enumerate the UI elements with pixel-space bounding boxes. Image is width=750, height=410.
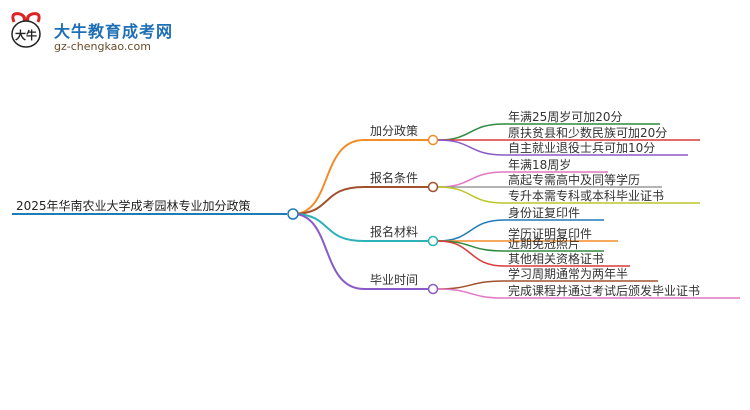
logo-mark-text: 大牛 [15,28,37,42]
site-logo: 大牛 大牛教育成考网 gz-chengkao.com [0,0,230,60]
leaf-connector [437,288,505,299]
leaf-label: 年满25周岁可加20分 [508,109,623,124]
leaf-connector [437,186,505,204]
branch-node [427,181,439,193]
branch-label: 毕业时间 [370,273,418,287]
root-node [287,208,299,220]
branch-node [427,134,439,146]
leaf-connector [437,171,505,188]
root-topic: 2025年华南农业大学成考园林专业加分政策 [16,198,251,213]
branch-connector [292,213,365,290]
branch-label: 加分政策 [370,124,418,138]
logo-url: gz-chengkao.com [54,40,151,53]
leaf-connector [437,219,505,242]
leaf-label: 完成课程并通过考试后颁发毕业证书 [508,283,700,298]
branch-connector [292,139,365,215]
leaf-connector [437,240,505,267]
branch-node [427,283,439,295]
leaf-label: 原扶贫县和少数民族可加20分 [508,125,667,140]
leaf-label: 身份证复印件 [508,205,580,220]
logo-title: 大牛教育成考网 [54,22,174,41]
leaf-label: 其他相关资格证书 [508,251,604,266]
leaf-label: 高起专需高中及同等学历 [508,172,640,187]
bull-logo-icon: 大牛 [11,12,41,48]
leaf-connector [437,139,505,156]
leaf-label: 学习周期通常为两年半 [508,266,628,281]
leaf-label: 年满18周岁 [508,157,571,172]
leaf-label: 近期免冠照片 [508,236,580,251]
branch-label: 报名条件 [370,170,418,185]
branch-node [427,235,439,247]
branch-connector [292,213,365,242]
leaf-label: 专升本需专科或本科毕业证书 [508,188,664,203]
leaf-label: 学历证明复印件 [508,226,592,241]
branch-connector [292,186,365,215]
branch-label: 报名材料 [370,224,418,239]
leaf-connector [437,280,505,290]
leaf-label: 自主就业退役士兵可加10分 [508,140,655,155]
leaf-connector [437,123,505,141]
